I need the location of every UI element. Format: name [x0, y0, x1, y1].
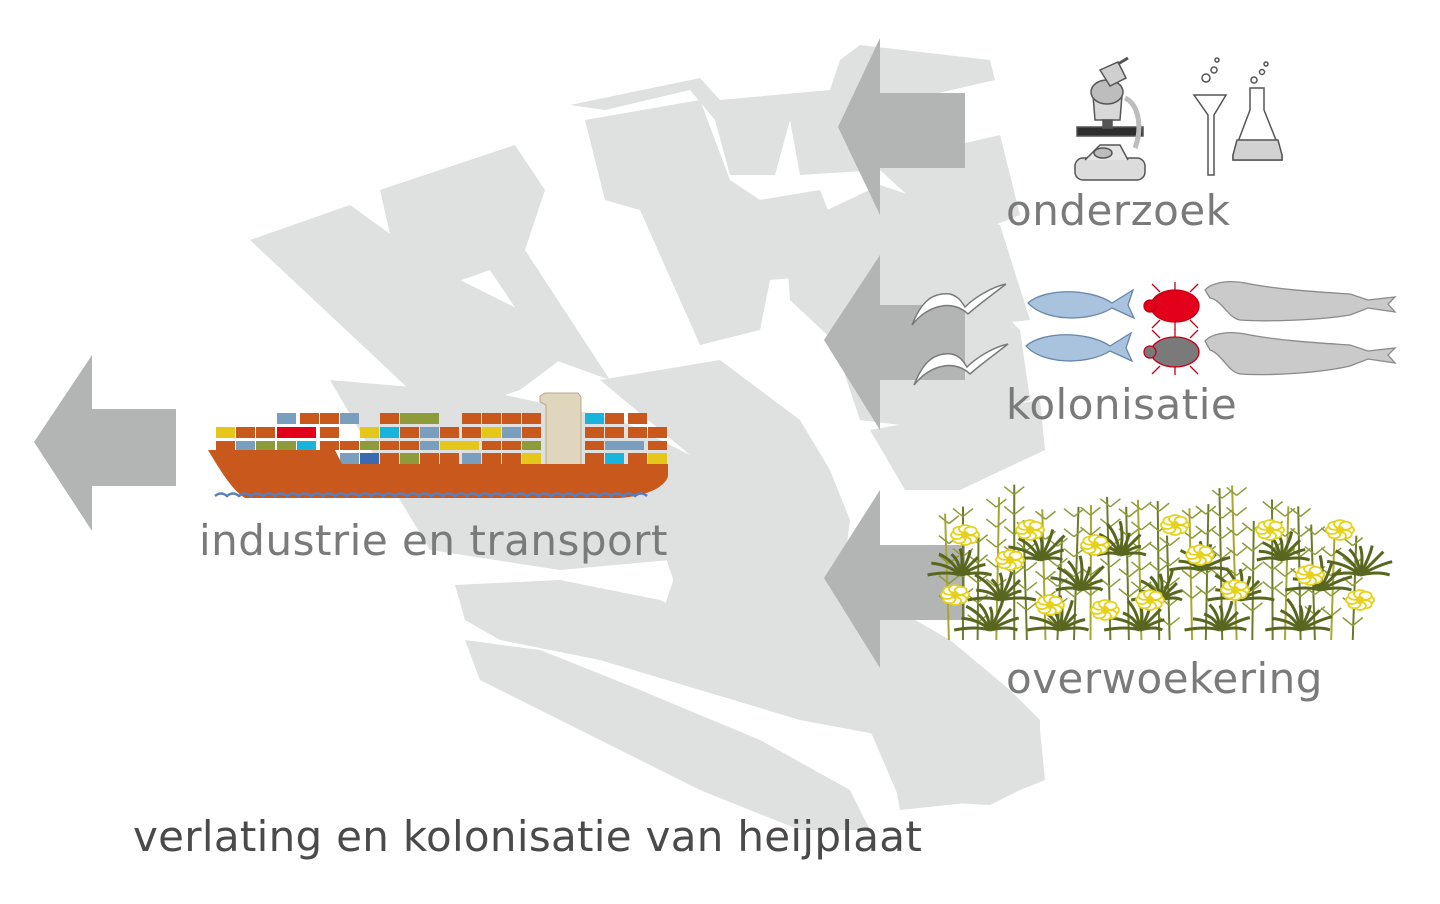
plant-blade: [1200, 568, 1228, 570]
flower: [1091, 600, 1119, 620]
plant-blade: [1140, 628, 1162, 630]
plant-blade: [1220, 628, 1246, 630]
funnel-icon: [1194, 58, 1226, 175]
plant-leaf: [1242, 543, 1262, 551]
microscope-icon: [1075, 58, 1145, 180]
flower: [1136, 590, 1164, 610]
plant-stem: [1126, 507, 1129, 640]
plant-blade: [1185, 628, 1220, 630]
plant-leaf: [1064, 549, 1084, 557]
label-industry: industrie en transport: [199, 516, 668, 565]
plant-leaf: [986, 499, 1006, 507]
plant-blade: [1360, 573, 1390, 575]
flower: [1036, 595, 1064, 615]
plant-leaf: [939, 516, 959, 524]
plant-leaf: [1212, 490, 1232, 498]
ship-bridge: [540, 393, 581, 465]
plant-leaf: [1212, 530, 1232, 538]
beetle-icon: [1144, 282, 1199, 375]
plant-blade: [1169, 568, 1200, 570]
plant-blade: [1000, 598, 1036, 600]
plant-blade: [968, 598, 1000, 600]
plant-blade: [1027, 628, 1060, 630]
label-colonization: kolonisatie: [1006, 380, 1237, 429]
plant-leaf: [1017, 582, 1037, 590]
plant-leaf: [1119, 569, 1139, 577]
plant-blade: [1120, 553, 1146, 555]
flower: [941, 585, 969, 605]
plant-blade: [954, 628, 990, 630]
plant-blade: [990, 628, 1017, 630]
plant-leaf: [1064, 509, 1084, 517]
page-title: verlating en kolonisatie van heijplaat: [133, 812, 922, 861]
plant-leaf: [1212, 510, 1232, 518]
plant-leaf: [1100, 579, 1120, 587]
plant-leaf: [1131, 562, 1151, 570]
plant-leaf: [1149, 503, 1169, 511]
plant-stem: [1091, 505, 1092, 640]
arrow-industry-left: [34, 355, 176, 531]
label-research: onderzoek: [1006, 186, 1231, 235]
plant-leaf: [986, 519, 1006, 527]
plant-blade: [1040, 558, 1062, 560]
seal-icon: [1205, 282, 1395, 375]
plant-leaf: [1100, 559, 1120, 567]
plant-leaf: [1160, 538, 1180, 546]
plant-stem: [1189, 508, 1192, 640]
plant-leaf: [1131, 502, 1151, 510]
flower: [1256, 520, 1284, 540]
flower: [1326, 520, 1354, 540]
flask-icon: [1233, 62, 1282, 160]
flower: [1346, 590, 1374, 610]
plant-leaf: [1160, 558, 1180, 566]
label-overgrowth: overwoekering: [1006, 654, 1323, 703]
plant-leaf: [1100, 499, 1120, 507]
plant-leaf: [1131, 522, 1151, 530]
fish-icon: [1026, 290, 1134, 361]
plant-leaf: [986, 539, 1006, 547]
plant-blade: [1240, 598, 1274, 600]
flower: [1186, 545, 1214, 565]
flower: [1296, 565, 1324, 585]
flower: [1081, 535, 1109, 555]
plant-blade: [1320, 588, 1351, 590]
flower: [951, 525, 979, 545]
flower: [1221, 580, 1249, 600]
plant-leaf: [1064, 529, 1084, 537]
plant-blade: [1280, 558, 1310, 560]
flower: [1016, 520, 1044, 540]
plant-leaf: [1182, 570, 1202, 578]
plant-blade: [1104, 628, 1140, 630]
plant-blade: [1265, 628, 1300, 630]
plant-leaf: [1119, 509, 1139, 517]
plant-stem: [1252, 521, 1253, 640]
plant-blade: [1285, 588, 1320, 590]
plant-leaf: [1035, 511, 1055, 519]
flower: [1161, 515, 1189, 535]
flower: [996, 550, 1024, 570]
